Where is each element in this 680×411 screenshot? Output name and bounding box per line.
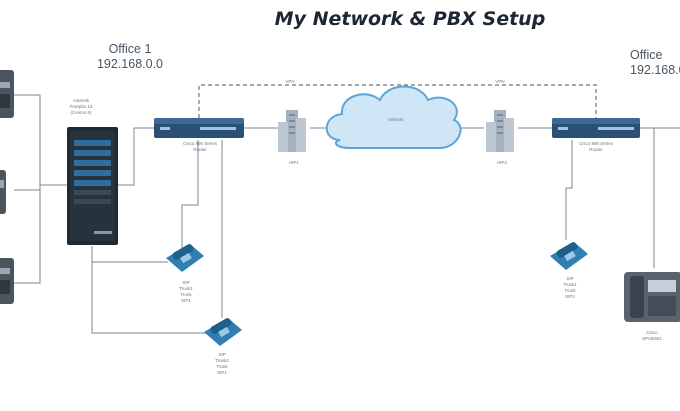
office1-label: Office 1 192.168.0.0 [78,42,182,72]
phone-b-label-line: Trunk2 [215,358,229,363]
office1-subnet: 192.168.0.0 [96,57,164,71]
cisco-phone-label-line: Cisco [646,330,658,335]
server-label: Asterisk Freepbx 13 (Centos 6) [64,98,98,116]
office2-subnet: 192.168.0 [630,63,680,77]
link-server-router1 [118,127,154,186]
phone-c-label-line: SIP2 [565,294,575,299]
router-2 [552,118,640,138]
router2-label-line: Cisco 890 Series [578,141,614,146]
phone-c-label-line: Trunk [564,288,576,293]
cisco-phone-label: Cisco SPA504G [632,330,672,342]
server-label-line: Freepbx 13 [69,104,93,109]
isp1-label: ISP1 [289,160,299,165]
phone-b-label-line: Trunk [216,364,228,369]
phone-c-label: SIP Trunk1 Trunk SIP2 [556,276,584,300]
router-1 [154,118,244,138]
phone-b-label-line: SIP1 [217,370,227,375]
phone-b-label: SIP Trunk2 Trunk SIP1 [208,352,236,376]
isp2-building [486,110,514,152]
ip-phone-c [550,242,588,270]
phone-c-label-line: SIP [566,276,574,281]
router1-label-line: Cisco 890 Series [182,141,218,146]
diagram-title: My Network & PBX Setup [274,8,546,30]
link-router2-phonec [565,140,573,240]
server-label-line: (Centos 6) [70,110,92,115]
phone-a-label-line: Trunk [180,292,192,297]
phone-a-label-line: SIP [182,280,190,285]
ip-phone-a [166,244,204,272]
phone-a-label: SIP Trunk1 Trunk SIP1 [172,280,200,304]
office1-name: Office 1 [108,42,152,56]
phone-c-label-line: Trunk1 [563,282,577,287]
link-fax1-server [14,94,68,186]
connection-lines [14,94,680,334]
vpn-tunnel [198,84,597,118]
phone-a-label-line: Trunk1 [179,286,193,291]
link-server-phoneb [91,262,206,334]
phone-a-label-line: SIP1 [181,298,191,303]
router2-label-line: Router [589,147,603,152]
office2-name: Office [630,48,663,62]
fax-machine-2 [0,170,6,214]
internet-cloud [325,85,462,149]
cisco-phone-label-line: SPA504G [642,336,662,341]
office2-label: Office 192.168.0 [630,48,680,78]
cisco-desk-phone [624,272,680,322]
cloud-label: Internet [388,117,404,122]
ip-phone-b [204,318,242,346]
link-server-phonea [91,246,168,263]
isp1-building [278,110,306,152]
pbx-server [67,127,118,245]
isp2-label: ISP2 [497,160,507,165]
router2-label: Cisco 890 Series Router [556,141,636,153]
vpn-right-label: VPN [495,79,505,84]
fax-machine-1 [0,70,14,118]
router1-label-line: Router [193,147,207,152]
phone-b-label-line: SIP [218,352,226,357]
router1-label: Cisco 890 Series Router [160,141,240,153]
link-fax3-server [14,185,41,284]
link-router1-down [181,140,199,248]
vpn-left-label: VPN [285,79,295,84]
server-label-line: Asterisk [72,98,89,103]
fax-machine-3 [0,258,14,304]
